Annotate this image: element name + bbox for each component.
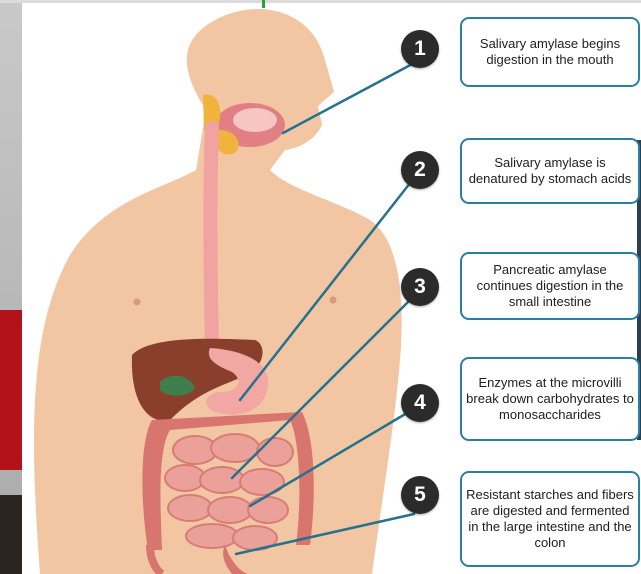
step-1-badge: 1 xyxy=(401,30,439,68)
step-3-badge: 3 xyxy=(401,268,439,306)
step-5-callout: Resistant starches and fibers are digest… xyxy=(460,471,640,567)
step-3-callout: Pancreatic amylase continues digestion i… xyxy=(460,252,640,320)
nipple-left xyxy=(134,299,141,306)
nipple-right xyxy=(330,297,337,304)
step-4-badge: 4 xyxy=(401,384,439,422)
step-4-callout: Enzymes at the microvilli break down car… xyxy=(460,357,640,441)
esophagus xyxy=(211,128,213,350)
step-2-callout: Salivary amylase is denatured by stomach… xyxy=(460,138,640,204)
step-5-badge: 5 xyxy=(401,476,439,514)
step-2-badge: 2 xyxy=(401,151,439,189)
step-1-callout: Salivary amylase begins digestion in the… xyxy=(460,17,640,87)
